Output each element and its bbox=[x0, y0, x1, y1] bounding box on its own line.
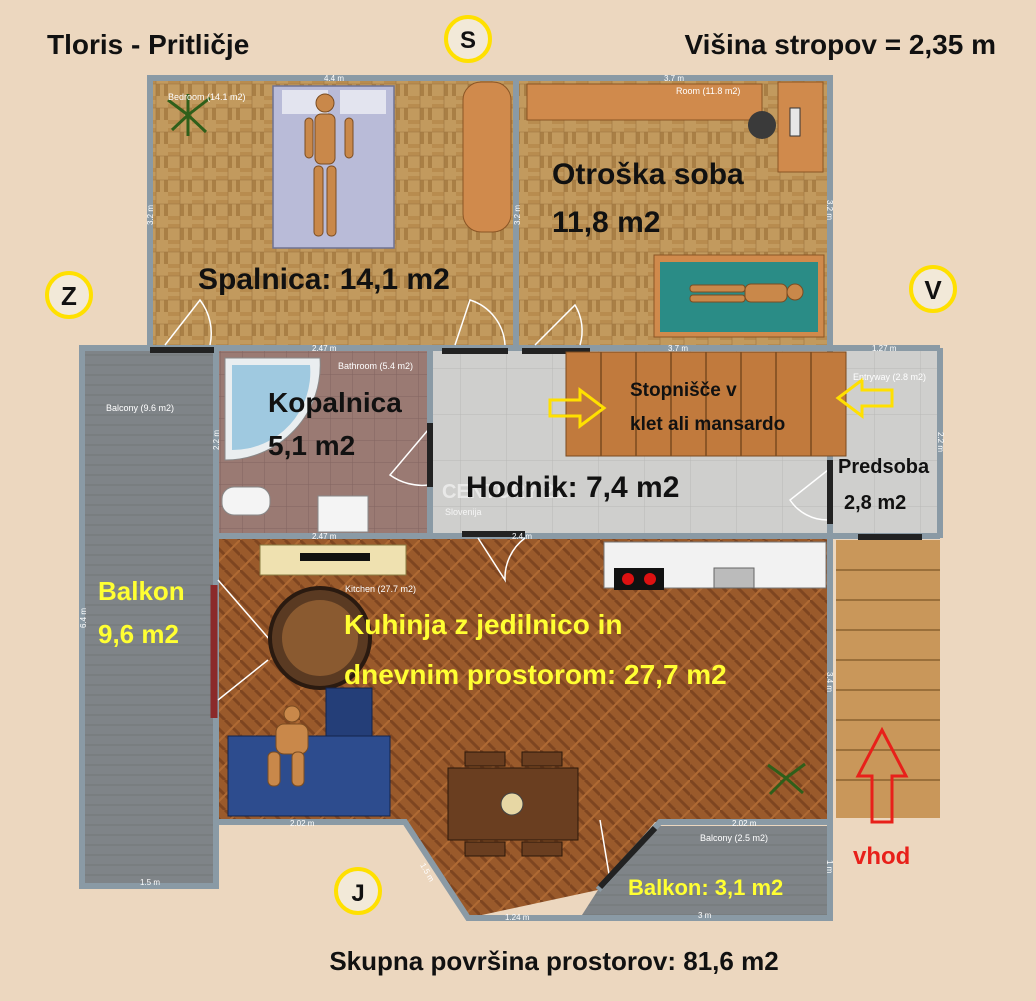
ceiling-height: Višina stropov = 2,35 m bbox=[684, 29, 996, 60]
kitchen-label-2: dnevnim prostorom: 27,7 m2 bbox=[344, 659, 727, 690]
dim-hall-width: 3.7 m bbox=[668, 344, 688, 353]
watermark-line1: CENTURY 21 bbox=[442, 481, 565, 503]
south-balcony-small-label: Balcony (2.5 m2) bbox=[700, 833, 768, 843]
entrance-label: vhod bbox=[853, 843, 910, 870]
entry-small-label: Entryway (2.8 m2) bbox=[853, 372, 926, 382]
dim-bedroom-width: 4.4 m bbox=[324, 74, 344, 83]
dim-south-balcony-top: 2.02 m bbox=[732, 819, 757, 828]
pillow-right bbox=[340, 90, 386, 114]
door-frames bbox=[150, 347, 922, 890]
mannequin-kids bbox=[689, 283, 804, 303]
cooktop bbox=[614, 568, 664, 590]
west-balcony-small-label: Balcony (9.6 m2) bbox=[106, 403, 174, 413]
toilet bbox=[221, 486, 271, 516]
kids-room-label-2: 11,8 m2 bbox=[552, 206, 660, 239]
bedroom-small-label: Bedroom (14.1 m2) bbox=[168, 92, 246, 102]
wardrobe-bedroom bbox=[462, 81, 512, 233]
dim-bath-height: 2.2 m bbox=[212, 430, 221, 450]
kitchen-sink bbox=[713, 567, 755, 589]
bathtub-water bbox=[232, 365, 311, 451]
stairs-arrow-right bbox=[548, 387, 607, 429]
kitchen-small-label: Kitchen (27.7 m2) bbox=[345, 584, 416, 594]
burner-2 bbox=[644, 573, 656, 585]
dim-bath-width-bottom: 2.47 m bbox=[312, 532, 337, 541]
dim-kids-height-right: 3.2 m bbox=[825, 200, 834, 220]
page-title: Tloris - Pritličje bbox=[47, 29, 249, 60]
total-area: Skupna površina prostorov: 81,6 m2 bbox=[329, 946, 778, 976]
stairs-label-1: Stopnišče v bbox=[630, 380, 737, 401]
dim-entry-width: 1.27 m bbox=[872, 344, 897, 353]
plant-bedroom bbox=[167, 94, 211, 136]
compass-east-marker bbox=[909, 265, 957, 313]
dim-balcony-height: 6.4 m bbox=[79, 608, 88, 628]
stairs-label-2: klet ali mansardo bbox=[630, 414, 785, 435]
compass-west: Z bbox=[61, 281, 77, 311]
dim-balcony-width: 1.5 m bbox=[140, 878, 160, 887]
dim-kitchen-bottom: 2.02 m bbox=[290, 819, 315, 828]
mannequin-sofa bbox=[267, 705, 309, 787]
hallway-label: Hodnik: 7,4 m2 bbox=[466, 471, 679, 504]
tv-stand bbox=[259, 544, 407, 576]
office-chair bbox=[748, 111, 776, 139]
plant-kitchen bbox=[767, 762, 806, 796]
mannequin-bed bbox=[304, 93, 354, 237]
dim-hall: 2.4 m bbox=[512, 532, 532, 541]
entrance-arrow bbox=[855, 726, 909, 824]
bathroom-label-2: 5,1 m2 bbox=[268, 430, 355, 461]
compass-south-marker bbox=[334, 867, 382, 915]
compass-north: S bbox=[460, 27, 476, 54]
kids-room-small-label: Room (11.8 m2) bbox=[676, 86, 740, 96]
dim-bedroom-height: 3.2 m bbox=[146, 205, 155, 225]
dim-south-balcony-bottom: 3 m bbox=[698, 911, 712, 920]
west-balcony-floor bbox=[82, 348, 214, 886]
outside-stairs bbox=[836, 540, 940, 818]
outside-stair-steps bbox=[836, 569, 940, 781]
stairs-arrow-left bbox=[835, 377, 894, 419]
watermark-line2: Slovenija bbox=[445, 507, 482, 517]
compass-south: J bbox=[351, 880, 364, 907]
compass-west-marker bbox=[45, 271, 93, 319]
entry-label-2: 2,8 m2 bbox=[844, 492, 906, 514]
compass-north-marker bbox=[444, 15, 492, 63]
dim-kids-height-left: 3.2 m bbox=[513, 205, 522, 225]
dim-kitchen-right: 3.4 m bbox=[825, 672, 834, 692]
sofa-seat bbox=[227, 735, 391, 817]
sink bbox=[317, 495, 369, 533]
tv bbox=[300, 553, 370, 561]
burner bbox=[622, 573, 634, 585]
dim-bath-width-top: 2.47 m bbox=[312, 344, 337, 353]
dim-kids-width: 3.7 m bbox=[664, 74, 684, 83]
west-balcony-label-2: 9,6 m2 bbox=[98, 619, 179, 649]
doors bbox=[164, 298, 829, 881]
entry-label-1: Predsoba bbox=[838, 456, 930, 478]
monitor bbox=[789, 107, 801, 137]
dim-bay-bottom: 1.24 m bbox=[505, 913, 530, 922]
bathroom-label-1: Kopalnica bbox=[268, 387, 402, 418]
bedroom-label: Spalnica: 14,1 m2 bbox=[198, 263, 450, 296]
entry-floor bbox=[830, 350, 940, 535]
wardrobe-kids bbox=[526, 83, 763, 121]
compass-east: V bbox=[924, 275, 942, 305]
west-balcony-label-1: Balkon bbox=[98, 576, 185, 606]
south-balcony-floor bbox=[582, 826, 830, 915]
dining-chairs bbox=[464, 751, 563, 857]
fruit-bowl bbox=[500, 792, 524, 816]
dim-entry-height: 2.2 m bbox=[936, 432, 945, 452]
kitchen-label-1: Kuhinja z jedilnico in bbox=[344, 609, 622, 640]
kids-room-label-1: Otroška soba bbox=[552, 158, 744, 191]
bathroom-small-label: Bathroom (5.4 m2) bbox=[338, 361, 413, 371]
dim-south-balcony-side: 1 m bbox=[825, 860, 834, 874]
coffee-table-top bbox=[282, 600, 358, 676]
south-balcony-label: Balkon: 3,1 m2 bbox=[628, 875, 783, 900]
